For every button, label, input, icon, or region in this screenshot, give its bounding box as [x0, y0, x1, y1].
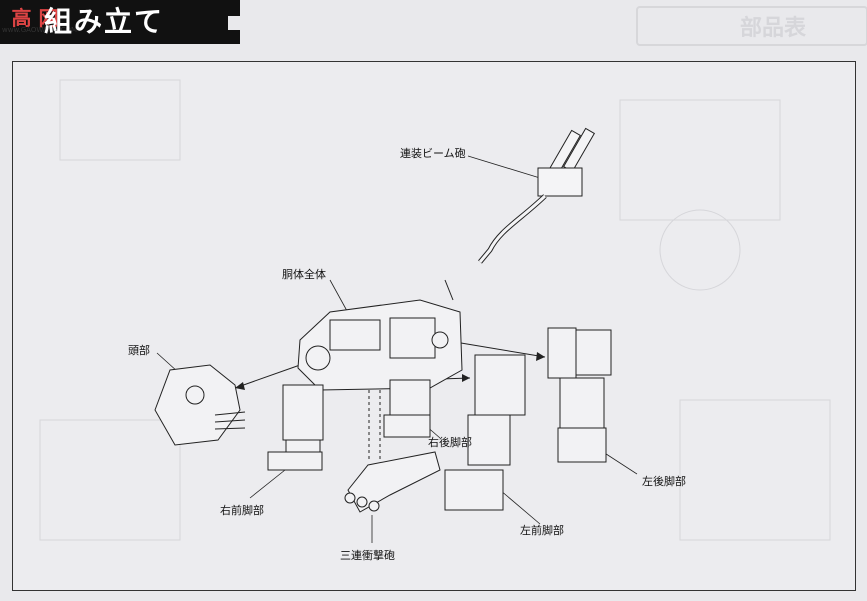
torso-part	[297, 299, 463, 391]
header-bar	[0, 0, 240, 44]
header-notch	[228, 16, 240, 30]
leader-lines	[156, 155, 638, 543]
ghost-title: 部品表	[740, 16, 807, 41]
head-part	[154, 364, 246, 446]
label-left-front-leg: 左前脚部	[520, 524, 564, 537]
beam-cannon-part	[478, 127, 596, 264]
label-head: 頭部	[128, 344, 150, 357]
arrow-heads	[235, 352, 545, 390]
right-front-leg-part	[267, 384, 324, 471]
label-right-front-leg: 右前脚部	[220, 504, 264, 517]
label-left-rear-leg: 左後脚部	[642, 475, 686, 488]
label-triple-cannon: 三連衝撃砲	[340, 549, 395, 562]
label-beam-cannon: 連装ビーム砲	[400, 147, 466, 160]
logo-text: 高 网	[11, 6, 59, 30]
triple-cannon-part	[344, 451, 441, 513]
watermark-logo: 高 网 www.GAOWANG.COM	[2, 2, 78, 40]
logo-url: www.GAOWANG.COM	[2, 26, 78, 34]
page-title: 組み立て	[44, 5, 165, 38]
background-ghost-lines	[39, 79, 831, 541]
label-right-rear-leg: 右後脚部	[428, 436, 472, 449]
label-torso: 胴体全体	[282, 268, 326, 281]
left-rear-leg-part	[547, 327, 612, 463]
left-front-leg-part	[444, 354, 526, 511]
right-rear-leg-part	[383, 379, 431, 438]
